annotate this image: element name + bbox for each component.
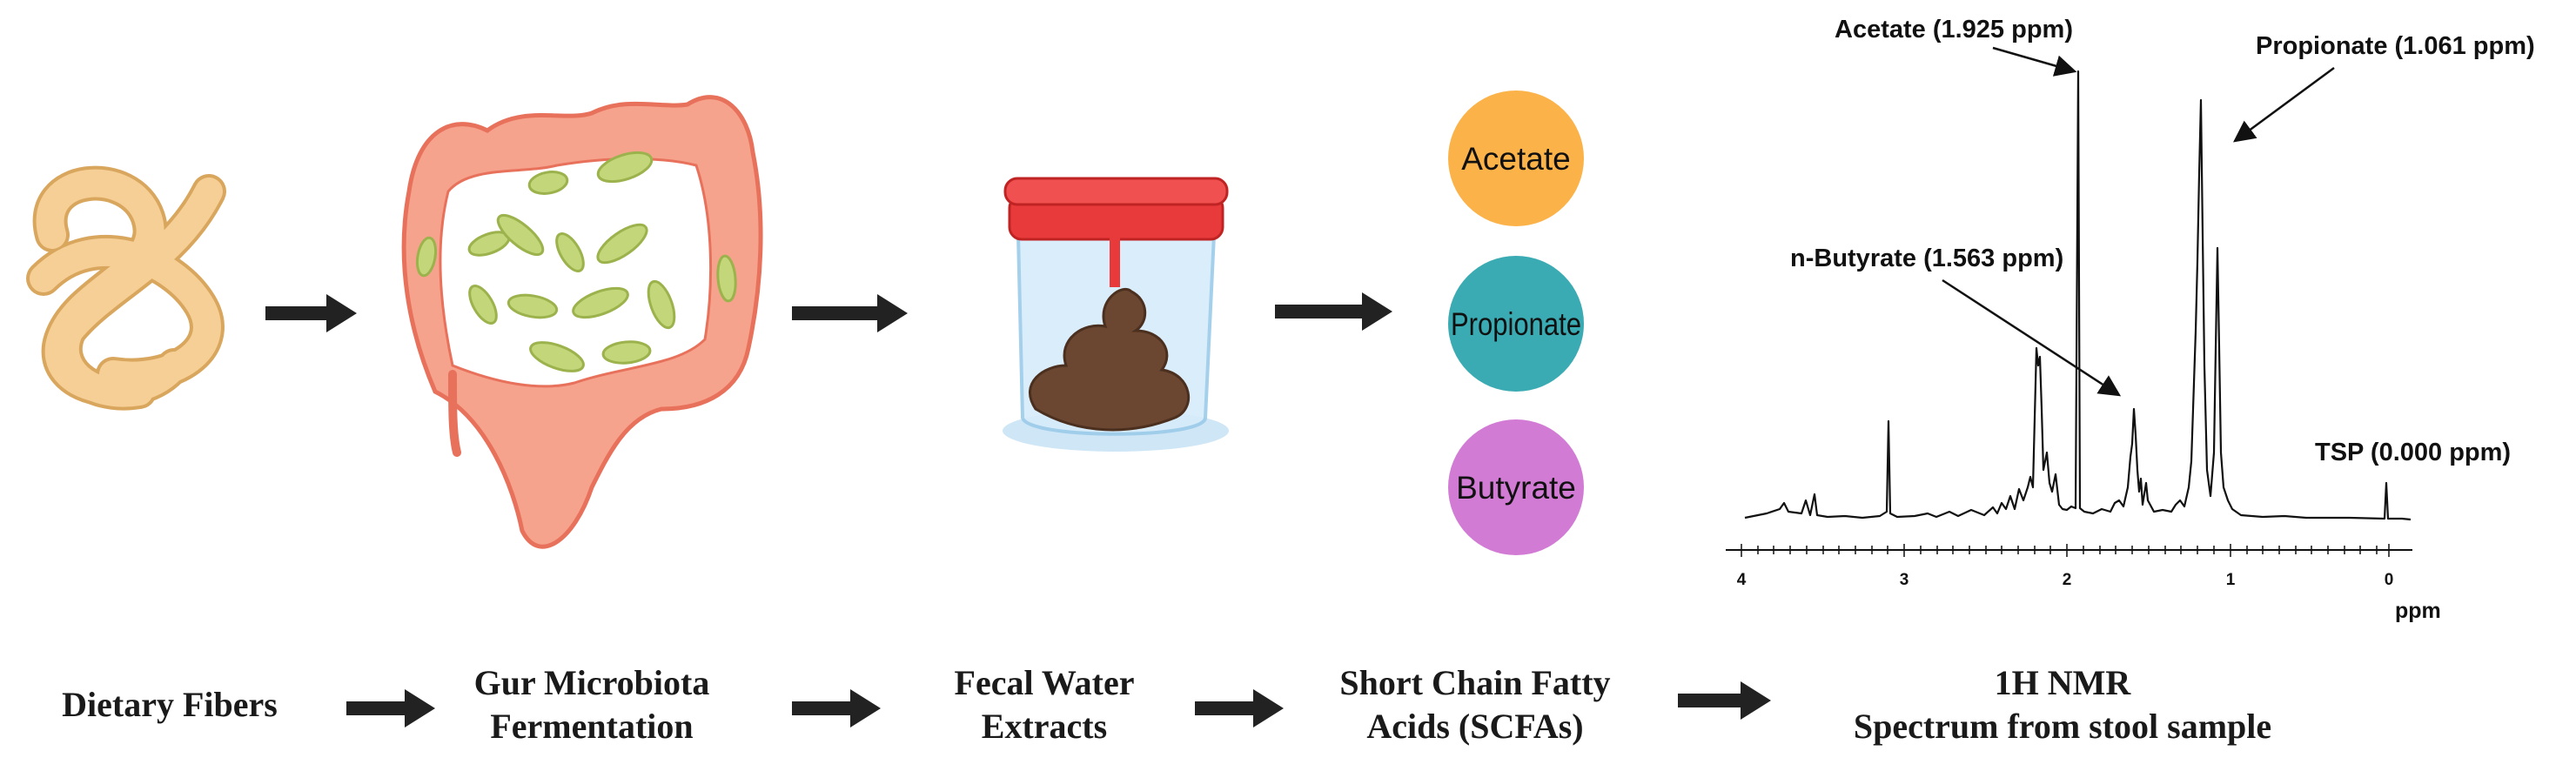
- stage-caption-line: 1H NMR: [1994, 663, 2131, 702]
- stage-caption-line: Fermentation: [490, 707, 694, 746]
- nmr-trace: [1744, 70, 2412, 521]
- x-tick-label: 2: [2063, 571, 2072, 589]
- x-tick-label: 0: [2385, 571, 2394, 589]
- propionate-peak-label: Propionate (1.061 ppm): [2256, 32, 2535, 60]
- acetate-circle: [1448, 91, 1584, 226]
- acetate-peak-label: Acetate (1.925 ppm): [1835, 16, 2073, 44]
- stage-caption-line: Fecal Water: [954, 663, 1135, 702]
- tsp-peak-label: TSP (0.000 ppm): [2315, 439, 2511, 466]
- stage-caption-nmr: 1H NMR Spectrum from stool sample: [1819, 661, 2306, 748]
- x-axis-ticks: [1741, 544, 2390, 557]
- propionate-pointer: [2232, 66, 2335, 143]
- x-tick-label: 4: [1737, 571, 1747, 589]
- colon-icon: [401, 95, 763, 549]
- arrow-icon: [1678, 681, 1771, 720]
- butyrate-circle-label: Butyrate: [1456, 470, 1576, 506]
- stage-caption-line: Acids (SCFAs): [1366, 707, 1584, 746]
- flow-arrows-top: [265, 292, 1392, 332]
- scfa-circles: Acetate Propionate Butyrate: [1448, 91, 1584, 555]
- stage-caption-microbiota: Gur Microbiota Fermentation: [439, 661, 744, 748]
- arrow-icon: [1195, 689, 1284, 727]
- stage-caption-line: Spectrum from stool sample: [1853, 707, 2272, 746]
- fecal-sample-container-icon: [1003, 177, 1229, 452]
- stage-caption-fecal-water: Fecal Water Extracts: [914, 661, 1175, 748]
- dietary-fiber-icon: [26, 165, 226, 411]
- butyrate-pointer: [1942, 278, 2122, 397]
- butyrate-peak-label: n-Butyrate (1.563 ppm): [1790, 245, 2063, 272]
- arrow-icon: [792, 689, 881, 727]
- acetate-circle-label: Acetate: [1461, 141, 1570, 177]
- x-tick-label: 3: [1900, 571, 1909, 589]
- x-tick-label: 1: [2226, 571, 2236, 589]
- stage-caption-scfas: Short Chain Fatty Acids (SCFAs): [1310, 661, 1640, 748]
- x-axis-unit-label: ppm: [2395, 599, 2441, 623]
- acetate-pointer: [1992, 46, 2077, 77]
- arrow-icon: [792, 294, 908, 332]
- arrow-icon: [346, 689, 435, 727]
- flow-arrows-bottom: [346, 681, 1771, 727]
- butyrate-circle: [1448, 419, 1584, 555]
- stage-caption-line: Dietary Fibers: [62, 685, 278, 724]
- stage-caption-line: Gur Microbiota: [473, 663, 710, 702]
- stage-caption-line: Extracts: [981, 707, 1108, 746]
- stage-caption-line: Short Chain Fatty: [1339, 663, 1611, 702]
- arrow-icon: [265, 294, 357, 332]
- nmr-spectrum: 4 3 2 1 0 ppm Acetate (1.925 ppm) Propio…: [1726, 16, 2535, 623]
- propionate-circle-label: Propionate: [1451, 306, 1581, 342]
- arrow-icon: [1275, 292, 1392, 331]
- propionate-circle: [1448, 256, 1584, 392]
- stage-caption-dietary-fibers: Dietary Fibers: [26, 683, 313, 727]
